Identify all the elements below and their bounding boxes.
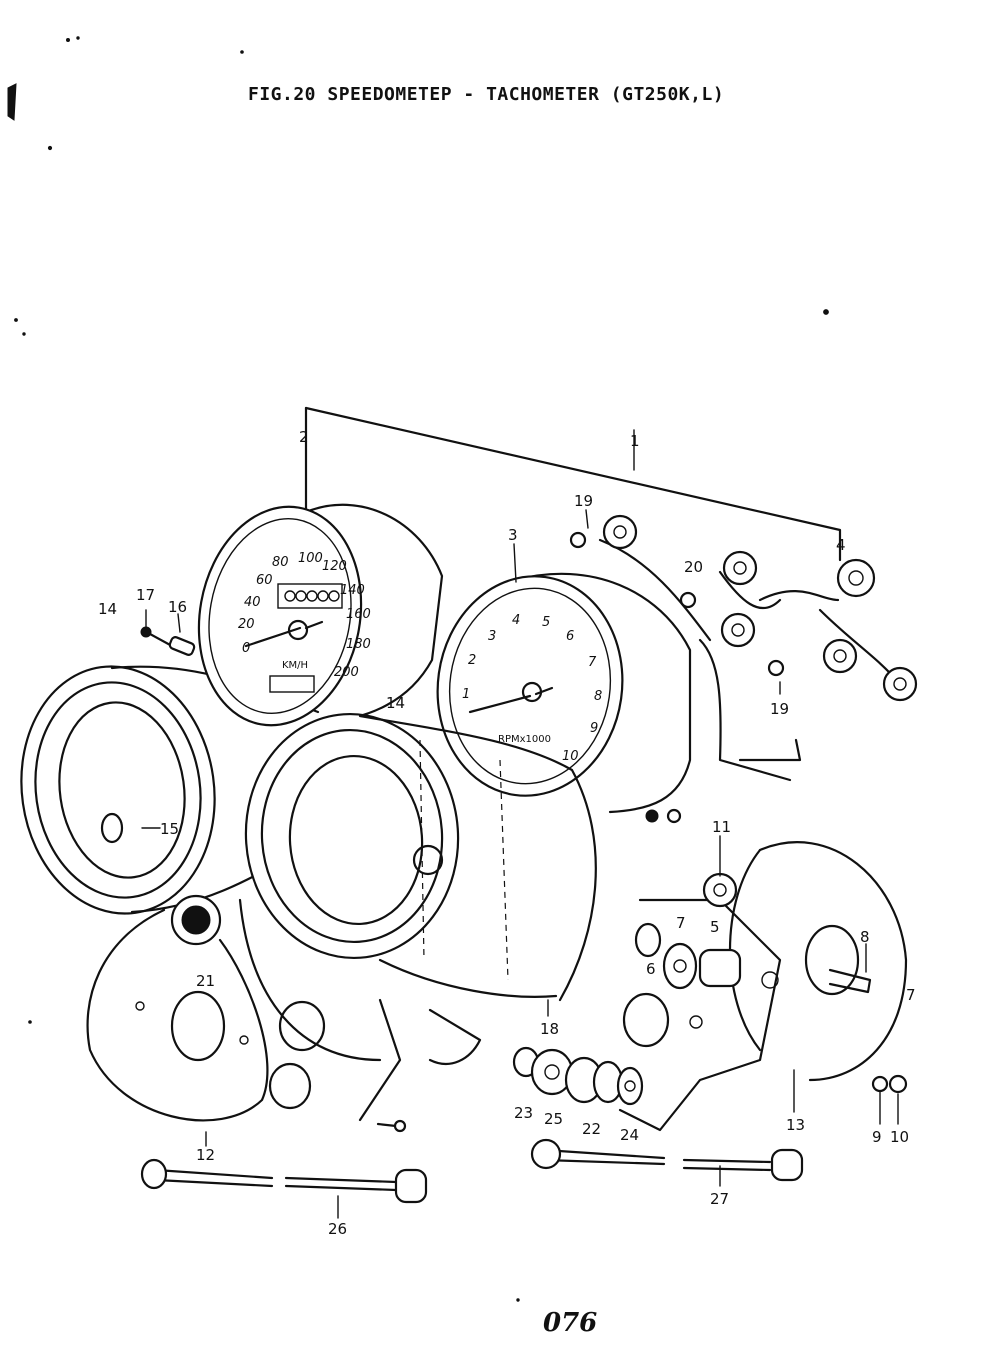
- callout-9: 9: [872, 1128, 882, 1146]
- callout-25: 25: [544, 1110, 563, 1128]
- grommet: [170, 894, 222, 946]
- assembly-bracket: [304, 406, 842, 562]
- svg-text:160: 160: [346, 607, 371, 622]
- tachometer-scale-labels: 1 2 3 4 5 6 7 8 9 10: [462, 613, 602, 764]
- callout-27: 27: [710, 1190, 729, 1208]
- meter-cables: [140, 1138, 804, 1204]
- callout-16: 16: [168, 598, 187, 616]
- small-fasteners: [140, 626, 908, 1133]
- tachometer: 1 2 3 4 5 6 7 8 9 10 RPMx1000: [436, 572, 692, 814]
- svg-text:6: 6: [566, 629, 574, 644]
- washers: [512, 1046, 644, 1106]
- left-back-plate: [86, 908, 269, 1122]
- callout-13: 13: [786, 1116, 805, 1134]
- svg-text:20: 20: [238, 617, 255, 632]
- svg-text:9: 9: [590, 721, 598, 736]
- callout-7b: 7: [906, 986, 916, 1004]
- callout-6: 6: [646, 960, 656, 978]
- svg-text:60: 60: [256, 573, 273, 588]
- callout-1: 1: [630, 432, 640, 450]
- svg-text:1: 1: [462, 687, 470, 702]
- callout-21: 21: [196, 972, 215, 990]
- tachometer-unit: RPMx1000: [498, 734, 551, 745]
- margin-mark: [7, 83, 17, 121]
- svg-text:2: 2: [468, 653, 476, 668]
- page-number: 076: [543, 1308, 598, 1338]
- speedometer: 0 20 40 60 80 100 120 140 160 180 200 KM…: [197, 503, 444, 727]
- callout-14a: 14: [98, 600, 117, 618]
- odometer-digits: [284, 590, 340, 602]
- svg-text:140: 140: [340, 583, 365, 598]
- indicator-lamp-parts: [622, 922, 742, 1048]
- svg-text:10: 10: [562, 749, 579, 764]
- svg-text:0: 0: [242, 641, 250, 656]
- speedometer-scale-labels: 0 20 40 60 80 100 120 140 160 180 200: [238, 551, 371, 680]
- svg-text:200: 200: [334, 665, 359, 680]
- callout-17: 17: [136, 586, 155, 604]
- left-bezel-ring: [20, 665, 320, 915]
- right-bezel-and-case: [238, 712, 597, 1122]
- callout-26: 26: [328, 1220, 347, 1238]
- svg-text:5: 5: [542, 615, 550, 630]
- callout-10: 10: [890, 1128, 909, 1146]
- callout-19a: 19: [574, 492, 593, 510]
- callout-23: 23: [514, 1104, 533, 1122]
- svg-text:100: 100: [298, 551, 323, 566]
- svg-text:180: 180: [346, 637, 371, 652]
- scan-specks: [7, 36, 829, 1302]
- figure-title: FIG.20 SPEEDOMETEP - TACHOMETER (GT250K,…: [248, 84, 725, 105]
- leader-lines: [141, 509, 899, 1219]
- callout-3: 3: [508, 526, 518, 544]
- svg-text:120: 120: [322, 559, 347, 574]
- callout-15: 15: [160, 820, 179, 838]
- wiring-harness: [569, 514, 918, 782]
- speedometer-unit: KM/H: [282, 660, 308, 671]
- callout-2: 2: [299, 428, 309, 446]
- callout-4: 4: [836, 536, 846, 554]
- callout-19b: 19: [770, 700, 789, 718]
- callout-22: 22: [582, 1120, 601, 1138]
- callout-20: 20: [684, 558, 703, 576]
- callout-11: 11: [712, 818, 731, 836]
- callout-7a: 7: [676, 914, 686, 932]
- svg-text:8: 8: [594, 689, 602, 704]
- callout-5: 5: [710, 918, 720, 936]
- svg-text:80: 80: [272, 555, 289, 570]
- right-back-plate: [618, 841, 908, 1132]
- svg-text:3: 3: [488, 629, 496, 644]
- callout-numbers: 1 2 3 4 5 6 7 7 8 9 10 11 12 13 14 14 15…: [98, 428, 916, 1238]
- callout-24: 24: [620, 1126, 639, 1144]
- svg-text:7: 7: [588, 655, 597, 670]
- svg-text:4: 4: [512, 613, 520, 628]
- callout-14b: 14: [386, 694, 405, 712]
- callout-18: 18: [540, 1020, 559, 1038]
- svg-text:40: 40: [244, 595, 261, 610]
- callout-8: 8: [860, 928, 870, 946]
- callout-12: 12: [196, 1146, 215, 1164]
